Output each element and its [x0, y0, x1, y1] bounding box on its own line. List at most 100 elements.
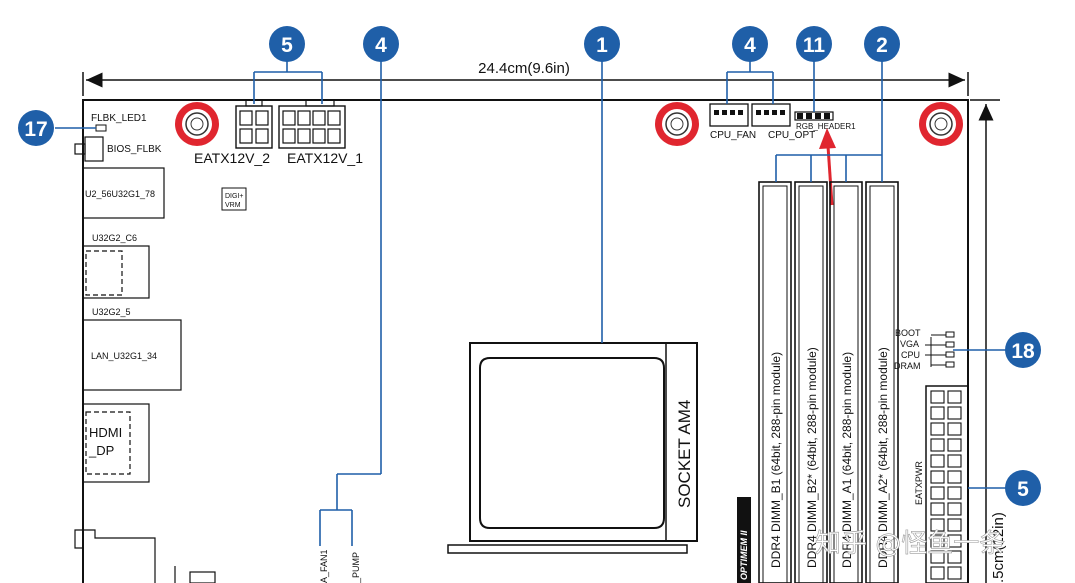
svg-text:A_FAN1: A_FAN1 [319, 549, 329, 583]
eatxpwr-pin [930, 406, 945, 420]
badge-11: 11 [796, 26, 832, 62]
cpu-fan-header: CPU_FAN [709, 103, 756, 141]
svg-text:11: 11 [803, 34, 826, 57]
eatxpwr-pin [947, 566, 962, 580]
svg-text:CPU_OPT: CPU_OPT [768, 130, 815, 141]
svg-text:17: 17 [24, 118, 47, 141]
badge-2: 2 [864, 26, 900, 62]
dimm-slots: DDR4 DIMM_B1 (64bit, 288-pin module) DDR… [758, 181, 899, 583]
q-led-indicators: BOOT VGA CPU DRAM [894, 328, 955, 371]
eatxpwr-pin [930, 550, 945, 564]
svg-text:HDMI: HDMI [89, 425, 122, 440]
badge-17: 17 [18, 110, 54, 146]
svg-text:5: 5 [1017, 478, 1029, 501]
svg-text:EATX12V_2: EATX12V_2 [194, 150, 270, 166]
svg-text:DRAM: DRAM [894, 361, 921, 371]
svg-text:_DP: _DP [88, 443, 114, 458]
svg-text:4: 4 [375, 34, 387, 57]
eatxpwr-pin [930, 566, 945, 580]
mount-hole-top-center [655, 102, 699, 146]
svg-text:BOOT: BOOT [895, 328, 921, 338]
flbk-led: FLBK_LED1 [91, 113, 147, 132]
eatxpwr-pin [930, 390, 945, 404]
audio-jack-block [74, 529, 216, 583]
svg-text:OPTIMEM II: OPTIMEM II [739, 530, 749, 580]
svg-text:U32G2_5: U32G2_5 [92, 307, 131, 317]
socket-label: SOCKET AM4 [675, 400, 694, 508]
dimm-a2-label: DDR4 DIMM_A2* (64bit, 288-pin module) [876, 347, 890, 568]
svg-text:EATX12V_1: EATX12V_1 [287, 150, 363, 166]
cpu-opt-header: CPU_OPT [751, 103, 815, 141]
svg-text:VRM: VRM [225, 202, 241, 209]
eatxpwr-pin [947, 534, 962, 548]
leader-lines [55, 58, 1006, 510]
mount-hole-top-left [175, 102, 219, 146]
height-dimension: .5cm(12in) [970, 99, 1007, 583]
eatxpwr-pin [947, 518, 962, 532]
aio-fan-pump-headers: A_FAN1 _PUMP [319, 509, 361, 583]
eatxpwr-pin [930, 502, 945, 516]
digi-vrm-chip: DIGI+ VRM [221, 187, 247, 211]
mount-hole-top-right [919, 102, 963, 146]
svg-text:BIOS_FLBK: BIOS_FLBK [107, 144, 162, 155]
badge-18: 18 [1005, 332, 1041, 368]
bios-flashback-button: BIOS_FLBK [74, 136, 162, 162]
eatxpwr-pin [947, 470, 962, 484]
eatxpwr-pin [947, 502, 962, 516]
svg-text:U32G2_C6: U32G2_C6 [92, 233, 137, 243]
badge-5-top: 5 [269, 26, 305, 62]
optimem-logo: OPTIMEM II [737, 497, 751, 583]
eatxpwr-pin [930, 470, 945, 484]
usb-u32g2-c6: U32G2_C6 [82, 233, 150, 299]
svg-text:VGA: VGA [900, 339, 919, 349]
svg-text:FLBK_LED1: FLBK_LED1 [91, 113, 147, 124]
eatxpwr-pin [930, 438, 945, 452]
width-dimension: 24.4cm(9.6in) [82, 60, 969, 96]
eatxpwr-pin [947, 438, 962, 452]
eatxpwr-pin [930, 518, 945, 532]
width-label: 24.4cm(9.6in) [478, 60, 570, 77]
badge-4-left: 4 [363, 26, 399, 62]
svg-text:CPU: CPU [901, 350, 920, 360]
eatxpwr-pin [947, 454, 962, 468]
svg-text:1: 1 [596, 34, 608, 57]
dimm-a1-label: DDR4 DIMM_A1 (64bit, 288-pin module) [840, 352, 854, 568]
svg-text:RGB_HEADER1: RGB_HEADER1 [796, 122, 856, 131]
svg-text:18: 18 [1011, 340, 1035, 363]
board-outline [82, 99, 969, 583]
svg-text:4: 4 [744, 34, 756, 57]
svg-text:CPU_FAN: CPU_FAN [710, 130, 756, 141]
lan-usb-port: LAN_U32G1_34 [82, 319, 182, 391]
eatxpwr-pin [930, 534, 945, 548]
eatxpwr-pin [947, 486, 962, 500]
svg-text:U2_56U32G1_78: U2_56U32G1_78 [85, 189, 155, 199]
dimm-b1-label: DDR4 DIMM_B1 (64bit, 288-pin module) [769, 352, 783, 568]
rgb-header: RGB_HEADER1 [794, 111, 856, 131]
eatxpwr-pin [947, 406, 962, 420]
badge-1: 1 [584, 26, 620, 62]
eatxpwr-pin [947, 390, 962, 404]
svg-text:LAN_U32G1_34: LAN_U32G1_34 [91, 351, 157, 361]
red-pointer-arrow [819, 128, 836, 206]
svg-text:_PUMP: _PUMP [351, 552, 361, 583]
svg-text:EATXPWR: EATXPWR [914, 461, 924, 505]
svg-text:2: 2 [876, 34, 888, 57]
eatx12v-2-connector: EATX12V_2 [194, 99, 273, 166]
eatxpwr-connector: EATXPWR [914, 385, 969, 583]
eatxpwr-pin [930, 422, 945, 436]
cpu-socket-am4: SOCKET AM4 [447, 342, 698, 554]
badge-4-right: 4 [732, 26, 768, 62]
badge-5-right: 5 [1005, 470, 1041, 506]
svg-text:DIGI+: DIGI+ [225, 193, 243, 200]
height-label: .5cm(12in) [990, 512, 1007, 583]
dimm-b2-label: DDR4 DIMM_B2* (64bit, 288-pin module) [805, 347, 819, 568]
hdmi-dp-port: HDMI _DP [82, 403, 150, 483]
eatxpwr-pin [930, 486, 945, 500]
eatxpwr-pin [947, 550, 962, 564]
eatxpwr-pin [947, 422, 962, 436]
usb-u32g2-5: U32G2_5 [92, 307, 131, 317]
watermark: 知乎 @怪鱼一条 [815, 529, 1005, 559]
svg-text:5: 5 [281, 34, 293, 57]
usb-u2-56-u32g1-78: U2_56U32G1_78 [82, 167, 165, 219]
eatxpwr-pin [930, 454, 945, 468]
